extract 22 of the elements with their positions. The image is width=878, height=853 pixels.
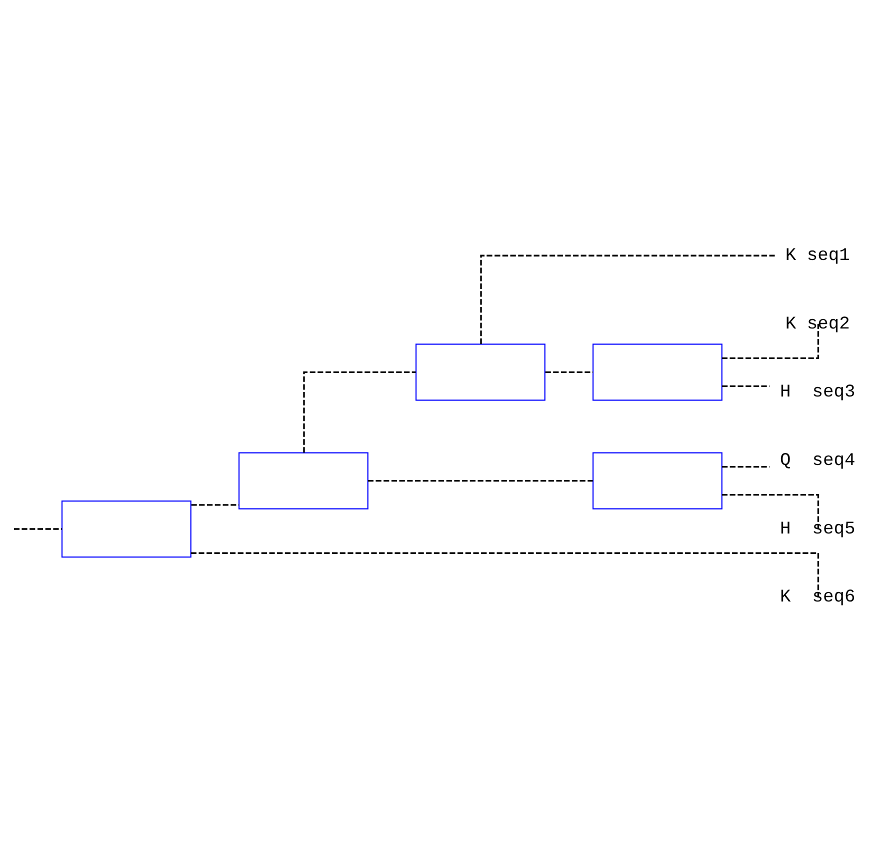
node-text: K seq6 (780, 588, 856, 608)
node-text: H seq5 (780, 519, 856, 540)
node-box (61, 500, 192, 558)
connector (368, 480, 593, 482)
connector (303, 371, 416, 453)
connector (14, 528, 62, 530)
node-text: K seq2 (785, 314, 850, 334)
node-box (592, 344, 722, 401)
node-box (592, 452, 722, 510)
node-box (415, 344, 546, 401)
connector (191, 504, 239, 506)
node-box (238, 452, 368, 510)
node-text: K seq1 (785, 246, 850, 266)
connector (480, 254, 776, 344)
node-text: H seq3 (780, 382, 856, 403)
connector (722, 466, 770, 468)
connector (722, 385, 770, 387)
connector (722, 324, 820, 359)
connector (190, 552, 820, 598)
node-text: Q seq4 (780, 450, 856, 471)
connector (722, 494, 820, 529)
connector (545, 371, 593, 373)
